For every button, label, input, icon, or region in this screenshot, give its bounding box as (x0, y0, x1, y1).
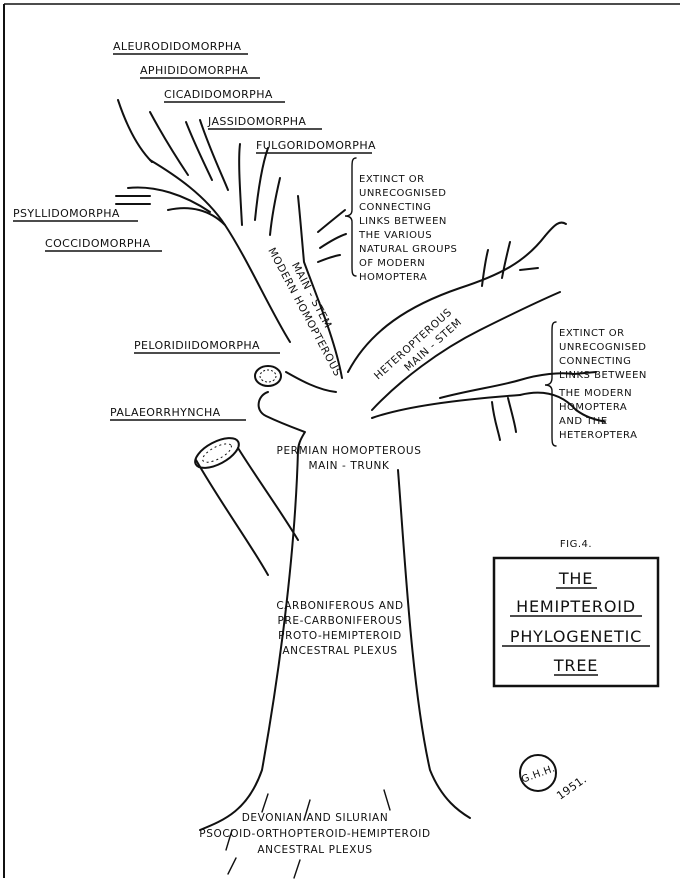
signature-year: 1951. (554, 773, 589, 803)
note-heteroptera-line-5: THE MODERN (558, 388, 632, 399)
signature-initials: G.H.H. (520, 763, 557, 785)
label-aleurodidomorpha: ALEURODIDOMORPHA (113, 40, 241, 53)
label-psyllidomorpha: PSYLLIDOMORPHA (13, 207, 120, 220)
note-heteroptera-line-7: AND THE (559, 416, 608, 427)
carboniferous-line-2: PRE-CARBONIFEROUS (278, 615, 403, 627)
heteroptera-links-brace (545, 322, 556, 446)
label-coccidomorpha: COCCIDOMORPHA (45, 237, 151, 250)
carboniferous-line-1: CARBONIFEROUS AND (276, 600, 403, 612)
title-line-1: THE (558, 569, 593, 588)
note-heteroptera-line-2: UNRECOGNISED (559, 342, 646, 353)
title-line-4: TREE (553, 656, 598, 675)
note-homoptera-line-8: HOMOPTERA (359, 272, 427, 283)
note-homoptera-line-4: LINKS BETWEEN (359, 216, 447, 227)
note-homoptera-line-1: EXTINCT OR (359, 174, 425, 185)
note-homoptera-line-7: OF MODERN (359, 258, 425, 269)
peloridiidomorpha-cut-end (255, 366, 281, 386)
note-homoptera-links: EXTINCT OR UNRECOGNISED CONNECTING LINKS… (358, 174, 457, 283)
permian-label-line-2: MAIN - TRUNK (309, 460, 391, 472)
label-cicadidomorpha: CICADIDOMORPHA (164, 88, 273, 101)
heteropterous-stem-label: HETEROPTEROUS MAIN - STEM (372, 306, 464, 393)
note-heteroptera-line-4: LINKS BETWEEN (559, 370, 647, 381)
homoptera-links-brace (345, 158, 356, 276)
note-heteroptera-line-6: HOMOPTERA (559, 402, 627, 413)
note-heteroptera-line-8: HETEROPTERA (559, 430, 637, 441)
note-homoptera-line-5: THE VARIOUS (358, 230, 432, 241)
permian-label-line-1: PERMIAN HOMOPTEROUS (277, 445, 422, 457)
figure-number: FIG.4. (560, 539, 592, 550)
devonian-label: DEVONIAN AND SILURIAN PSOCOID-ORTHOPTERO… (199, 812, 430, 856)
carboniferous-line-4: ANCESTRAL PLEXUS (282, 645, 397, 657)
note-heteroptera-line-3: CONNECTING (559, 356, 631, 367)
devonian-line-2: PSOCOID-ORTHOPTEROID-HEMIPTEROID (199, 828, 430, 840)
note-homoptera-line-3: CONNECTING (359, 202, 431, 213)
title-line-3: PHYLOGENETIC (510, 627, 642, 646)
note-homoptera-line-2: UNRECOGNISED (359, 188, 446, 199)
devonian-line-3: ANCESTRAL PLEXUS (257, 844, 372, 856)
modern-homopterous-stem-label: MODERN HOMOPTEROUS MAIN - STEM (265, 239, 356, 378)
devonian-line-1: DEVONIAN AND SILURIAN (242, 812, 389, 824)
carboniferous-label: CARBONIFEROUS AND PRE-CARBONIFEROUS PROT… (276, 600, 403, 657)
label-aphididomorpha: APHIDIDOMORPHA (140, 64, 248, 77)
title-line-2: HEMIPTEROID (516, 597, 636, 616)
carboniferous-line-3: PROTO-HEMIPTEROID (278, 630, 402, 642)
note-heteroptera-line-1: EXTINCT OR (559, 328, 625, 339)
label-fulgoridomorpha: FULGORIDOMORPHA (256, 139, 376, 152)
permian-trunk (255, 366, 520, 452)
note-homoptera-line-6: NATURAL GROUPS (359, 244, 457, 255)
label-peloridiidomorpha: PELORIDIIDOMORPHA (134, 339, 260, 352)
label-jassidomorpha: JASSIDOMORPHA (207, 115, 306, 128)
palaeorrhyncha-cut-end (191, 432, 244, 474)
note-heteroptera-links: EXTINCT OR UNRECOGNISED CONNECTING LINKS… (558, 328, 647, 441)
label-palaeorrhyncha: PALAEORRHYNCHA (110, 406, 221, 419)
signature-monogram: G.H.H. 1951. (520, 755, 589, 802)
